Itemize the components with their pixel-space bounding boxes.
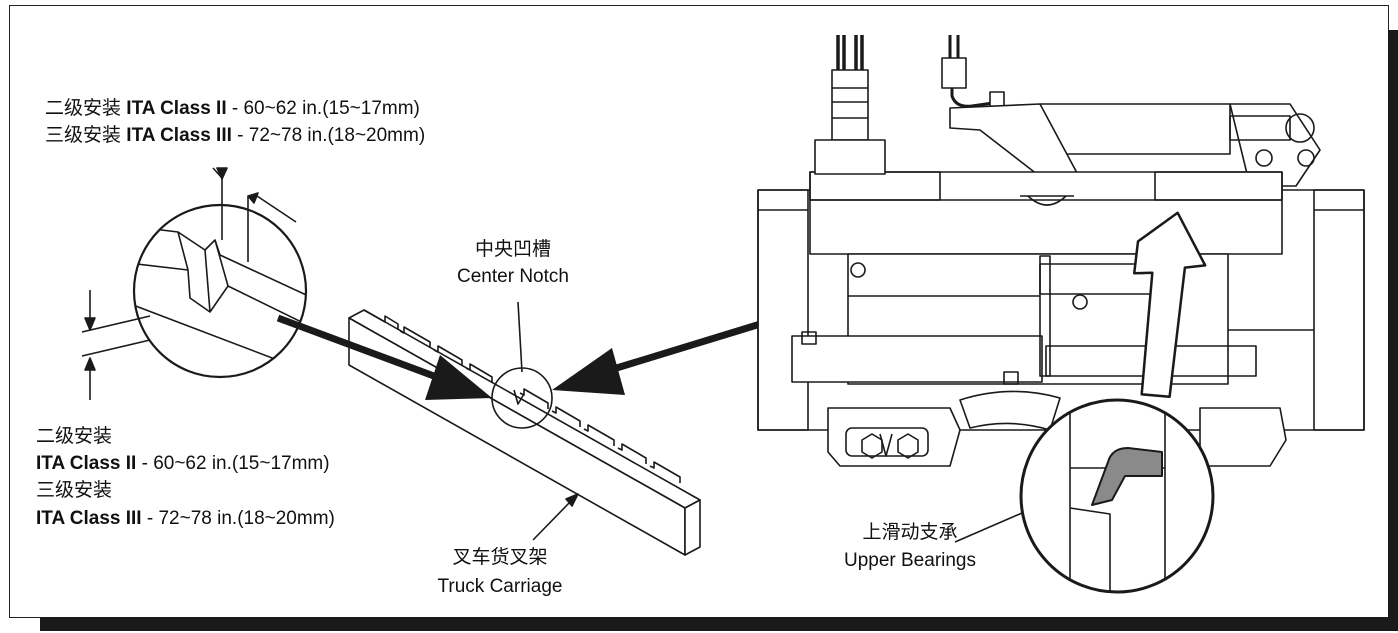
truck-carriage-bar — [348, 309, 701, 556]
sideshifter-assembly — [757, 35, 1365, 467]
bottom-class-ii-bold: ITA Class II — [36, 453, 137, 474]
top-class-ii-dim: - 60~62 in.(15~17mm) — [226, 98, 420, 119]
top-class-ii-bold: ITA Class II — [126, 98, 227, 119]
bottom-class-ii-label: ITA Class II - 60~62 in.(15~17mm) — [36, 452, 330, 476]
notch-arrow — [276, 314, 492, 400]
carriage-leader — [532, 499, 573, 541]
top-class-iii-label: 三级安装 ITA Class III - 72~78 in.(18~20mm) — [45, 124, 425, 148]
top-class-ii-label: 二级安装 ITA Class II - 60~62 in.(15~17mm) — [45, 97, 420, 121]
center-notch-cn: 中央凹槽 — [474, 239, 551, 260]
top-class-ii-cn: 二级安装 — [45, 98, 122, 119]
notch-detail-magnifier — [132, 203, 308, 379]
bottom-class-ii-dim: - 60~62 in.(15~17mm) — [136, 453, 330, 474]
bottom-class-iii-label: ITA Class III - 72~78 in.(18~20mm) — [36, 507, 335, 531]
upper-bearings-en: Upper Bearings — [843, 550, 977, 571]
bearing-detail-magnifier — [1019, 398, 1215, 594]
bearing-pointer-arrow — [1132, 211, 1207, 399]
bottom-class-iii-dim: - 72~78 in.(18~20mm) — [141, 508, 335, 529]
truck-carriage-en: Truck Carriage — [437, 576, 563, 597]
dimension-marks-top — [212, 167, 297, 262]
frame-shadow-right — [1388, 30, 1398, 631]
carriage-notches — [363, 309, 681, 483]
top-class-iii-bold: ITA Class III — [126, 125, 232, 146]
truck-carriage-cn: 叉车货叉架 — [452, 547, 548, 568]
upper-bearings-cn: 上滑动支承 — [862, 522, 958, 543]
bottom-class-ii-cn: 二级安装 — [36, 426, 113, 447]
frame-shadow-bottom — [40, 617, 1398, 631]
hydraulic-hoses — [831, 35, 1005, 141]
top-class-iii-dim: - 72~78 in.(18~20mm) — [231, 125, 426, 146]
center-notch-en: Center Notch — [457, 266, 569, 287]
bottom-class-iii-cn: 三级安装 — [36, 480, 113, 501]
dimension-marks-left — [81, 290, 151, 400]
top-class-iii-cn: 三级安装 — [45, 125, 122, 146]
center-notch-leader — [517, 301, 523, 373]
center-notch-mark — [513, 389, 525, 405]
bottom-class-iii-bold: ITA Class III — [36, 508, 142, 529]
